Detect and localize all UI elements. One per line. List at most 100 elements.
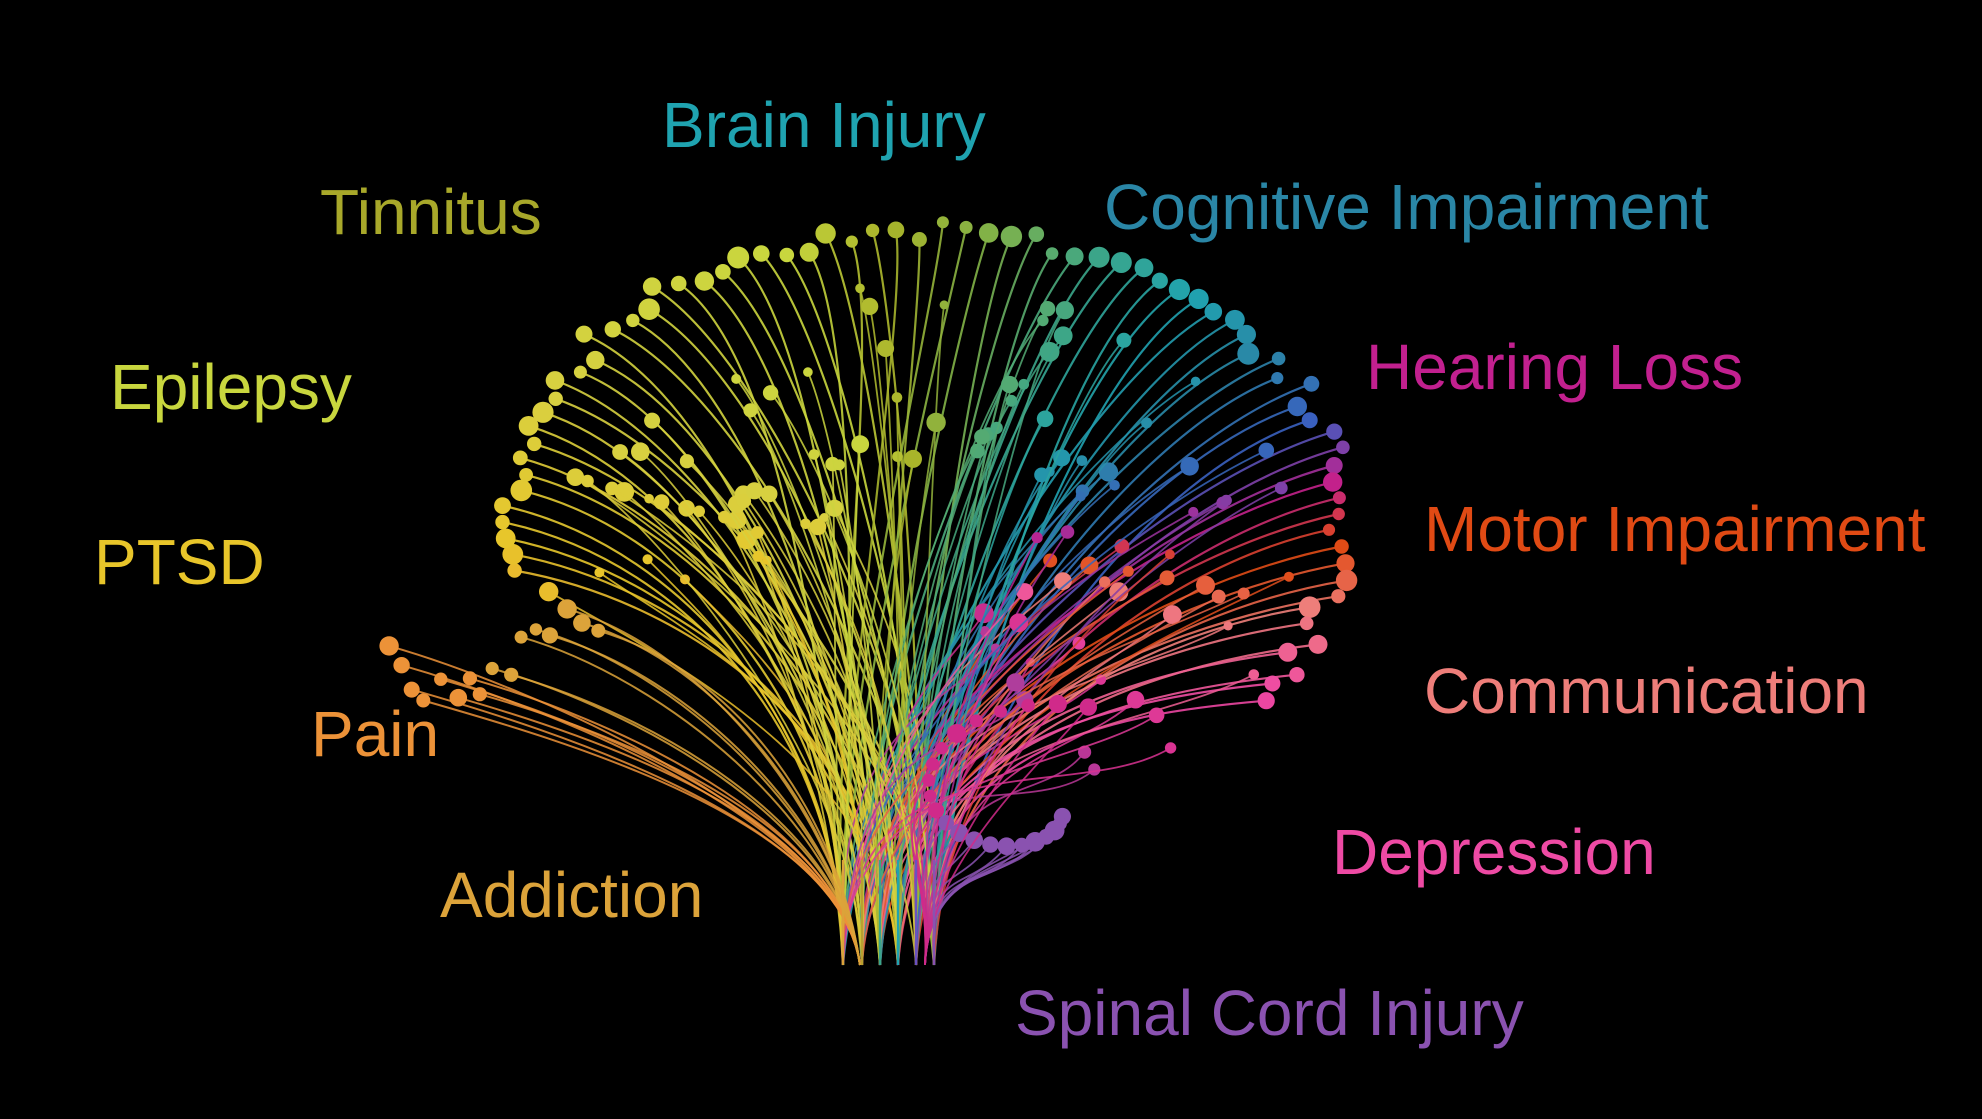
neuron-node — [760, 485, 778, 503]
neuron-node — [800, 518, 811, 530]
neuron-node — [751, 526, 764, 539]
neuron-node — [518, 416, 539, 436]
neuron-node — [1036, 410, 1054, 428]
neuron-node — [529, 623, 543, 636]
neuron-node — [693, 505, 705, 518]
neuron-node — [1009, 613, 1029, 633]
neuron-node — [959, 220, 973, 234]
neuron-node — [604, 321, 621, 338]
neuron-branch — [639, 451, 881, 966]
neuron-node — [1299, 616, 1314, 631]
neuron-node — [1122, 565, 1134, 577]
neuron-node — [504, 667, 519, 682]
neuron-node — [1076, 455, 1088, 466]
neuron-node — [1159, 570, 1175, 586]
neuron-node — [1126, 690, 1145, 709]
neuron-node — [379, 636, 399, 656]
neuron-node — [1053, 449, 1071, 467]
neuron-node — [990, 643, 1001, 653]
neuron-node — [1031, 532, 1043, 544]
neuron-node — [614, 482, 635, 502]
neuron-branch — [423, 699, 861, 966]
neuron-branch — [842, 444, 862, 966]
neuron-node — [494, 497, 511, 514]
neuron-node — [1237, 342, 1260, 365]
neuron-node — [974, 429, 990, 445]
neuron-node — [1151, 272, 1168, 289]
neuron-node — [1289, 667, 1305, 683]
neuron-node — [1264, 675, 1281, 692]
neuron-node — [904, 449, 922, 468]
neuron-node — [1287, 396, 1308, 417]
neuron-node — [644, 493, 654, 504]
neuron-branch — [646, 558, 844, 966]
neuron-node — [1271, 351, 1286, 366]
label-motor-impairment: Motor Impairment — [1424, 493, 1926, 565]
neuron-node — [1237, 587, 1250, 600]
neuron-branch — [915, 495, 1082, 966]
neuron-branch — [549, 634, 861, 966]
neuron-node — [1065, 247, 1084, 266]
neuron-node — [1025, 832, 1045, 852]
label-addiction: Addiction — [440, 859, 704, 931]
neuron-branch — [768, 493, 899, 966]
neuron-node — [1110, 252, 1132, 273]
neuron-node — [591, 623, 606, 638]
neuron-node — [393, 657, 410, 674]
neuron-node — [762, 385, 779, 401]
neuron-branch — [913, 630, 986, 966]
neuron-node — [1322, 523, 1336, 536]
neuron-node — [1308, 634, 1328, 654]
neuron-node — [891, 392, 903, 403]
neuron-node — [973, 603, 994, 624]
neuron-node — [514, 630, 528, 644]
neuron-node — [1165, 549, 1175, 560]
label-cognitive-impairment: Cognitive Impairment — [1104, 171, 1709, 243]
neuron-branch — [861, 351, 1051, 966]
neuron-node — [851, 435, 870, 454]
neuron-node — [403, 681, 420, 698]
neuron-branch — [842, 747, 1172, 966]
neuron-node — [1116, 332, 1132, 348]
label-epilepsy: Epilepsy — [110, 351, 352, 423]
neuron-node — [485, 661, 499, 676]
neuron-node — [1088, 763, 1101, 776]
neuron-node — [1301, 412, 1318, 429]
neuron-node — [1334, 539, 1349, 554]
neuron-node — [1054, 572, 1072, 591]
neuron-node — [861, 297, 879, 315]
neuron-node — [1168, 278, 1190, 301]
neuron-node — [1283, 571, 1294, 582]
neuron-node — [1303, 375, 1320, 392]
neuron-branch — [841, 227, 968, 966]
neuron-node — [642, 277, 662, 296]
neuron-node — [1164, 742, 1177, 754]
neuron-node — [638, 298, 660, 321]
neuron-node — [1148, 707, 1165, 724]
neuron-node — [833, 459, 845, 471]
neuron-node — [1016, 583, 1034, 601]
neuron-node — [586, 350, 605, 370]
neuron-node — [545, 371, 565, 390]
neuron-node — [779, 247, 795, 263]
neuron-node — [581, 474, 594, 488]
neuron-node — [1006, 673, 1025, 692]
neuron-branch — [458, 696, 861, 966]
neuron-node — [1021, 698, 1035, 713]
neuron-branch — [804, 523, 917, 966]
neuron-node — [1298, 596, 1321, 618]
neuron-node — [541, 627, 559, 644]
neuron-node — [753, 245, 770, 262]
neuron-branch — [807, 371, 899, 966]
neuron-node — [1109, 480, 1120, 491]
neuron-node — [462, 671, 477, 686]
neuron-branch — [842, 714, 1158, 966]
neuron-branch — [878, 490, 1084, 966]
neuron-node — [727, 246, 750, 269]
neuron-node — [539, 582, 559, 602]
neuron-node — [1331, 589, 1346, 604]
neuron-node — [1188, 506, 1199, 518]
neuron-node — [923, 789, 937, 803]
neuron-node — [743, 403, 758, 418]
